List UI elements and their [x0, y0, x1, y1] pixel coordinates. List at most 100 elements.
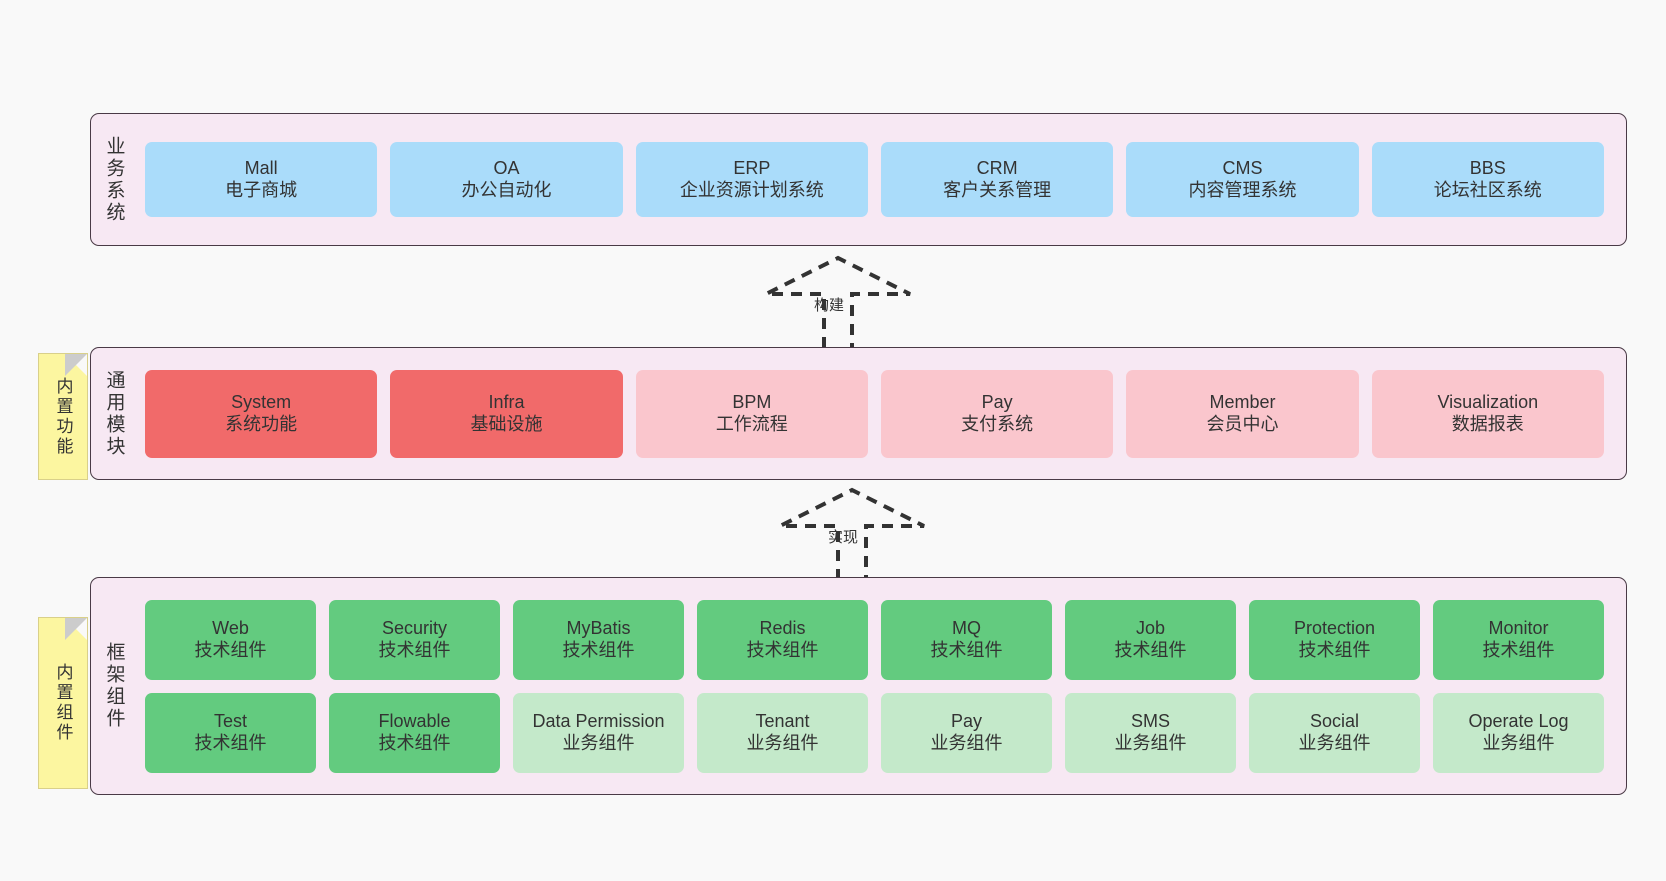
card-subtitle: 客户关系管理 — [943, 179, 1052, 200]
card-subtitle: 会员中心 — [1206, 413, 1279, 434]
card-mall[interactable]: Mall 电子商城 — [145, 142, 378, 217]
card-row: Mall 电子商城 OA 办公自动化 ERP 企业资源计划系统 CRM 客户关系… — [145, 142, 1604, 217]
card-title: MyBatis — [566, 617, 631, 638]
card-title: ERP — [733, 157, 771, 178]
card-mybatis[interactable]: MyBatis 技术组件 — [513, 599, 684, 680]
card-subtitle: 业务组件 — [746, 732, 819, 753]
card-title: Social — [1309, 710, 1360, 731]
card-subtitle: 技术组件 — [562, 639, 635, 660]
layer-framework-components: 框架组件 Web 技术组件 Security 技术组件 MyBatis 技术组件… — [90, 577, 1627, 795]
card-title: Flowable — [378, 710, 451, 731]
card-sms[interactable]: SMS 业务组件 — [1065, 692, 1236, 773]
card-mq[interactable]: MQ 技术组件 — [881, 599, 1052, 680]
layer-label-business: 业务系统 — [103, 135, 125, 224]
layer-business-cards: Mall 电子商城 OA 办公自动化 ERP 企业资源计划系统 CRM 客户关系… — [137, 114, 1626, 245]
card-title: BBS — [1469, 157, 1506, 178]
layer-common-modules: 通用模块 System 系统功能 Infra 基础设施 BPM 工作流程 Pay… — [90, 347, 1627, 480]
card-cms[interactable]: CMS 内容管理系统 — [1126, 142, 1359, 217]
card-subtitle: 业务组件 — [1298, 732, 1371, 753]
card-redis[interactable]: Redis 技术组件 — [697, 599, 868, 680]
note-builtin-functions: 内置功能 — [38, 353, 88, 480]
card-subtitle: 技术组件 — [1114, 639, 1187, 660]
card-row: Test 技术组件 Flowable 技术组件 Data Permission … — [145, 692, 1604, 773]
card-visualization[interactable]: Visualization 数据报表 — [1371, 369, 1604, 458]
card-title: Infra — [488, 391, 525, 412]
card-test[interactable]: Test 技术组件 — [145, 692, 316, 773]
card-subtitle: 系统功能 — [225, 413, 298, 434]
card-subtitle: 技术组件 — [378, 732, 451, 753]
card-title: OA — [493, 157, 520, 178]
card-row: System 系统功能 Infra 基础设施 BPM 工作流程 Pay 支付系统… — [145, 369, 1604, 458]
note-label: 内置组件 — [53, 663, 73, 743]
card-title: System — [231, 391, 292, 412]
card-title: Data Permission — [532, 710, 665, 731]
connector-implement-label: 实现 — [828, 529, 859, 546]
card-bbs[interactable]: BBS 论坛社区系统 — [1371, 142, 1604, 217]
card-subtitle: 电子商城 — [225, 179, 298, 200]
card-social[interactable]: Social 业务组件 — [1249, 692, 1420, 773]
card-title: Redis — [759, 617, 806, 638]
note-builtin-components: 内置组件 — [38, 617, 88, 789]
card-title: SMS — [1130, 710, 1170, 731]
card-system[interactable]: System 系统功能 — [145, 369, 378, 458]
card-subtitle: 企业资源计划系统 — [679, 179, 824, 200]
card-operate-log[interactable]: Operate Log 业务组件 — [1433, 692, 1604, 773]
card-subtitle: 工作流程 — [715, 413, 788, 434]
connector-build: 构建 — [758, 252, 918, 352]
connector-implement: 实现 — [772, 484, 932, 584]
card-subtitle: 技术组件 — [1298, 639, 1371, 660]
card-title: Monitor — [1488, 617, 1549, 638]
card-subtitle: 数据报表 — [1451, 413, 1524, 434]
card-title: Pay — [981, 391, 1013, 412]
card-title: Security — [381, 617, 448, 638]
card-title: Job — [1135, 617, 1166, 638]
card-subtitle: 业务组件 — [930, 732, 1003, 753]
card-pay-component[interactable]: Pay 业务组件 — [881, 692, 1052, 773]
note-label: 内置功能 — [53, 376, 73, 457]
card-subtitle: 技术组件 — [194, 639, 267, 660]
card-title: Member — [1209, 391, 1276, 412]
card-subtitle: 技术组件 — [930, 639, 1003, 660]
card-title: BPM — [732, 391, 772, 412]
card-title: Web — [212, 617, 249, 638]
card-title: Test — [213, 710, 247, 731]
card-title: Visualization — [1437, 391, 1539, 412]
card-oa[interactable]: OA 办公自动化 — [390, 142, 623, 217]
card-title: Protection — [1293, 617, 1376, 638]
layer-modules-cards: System 系统功能 Infra 基础设施 BPM 工作流程 Pay 支付系统… — [137, 348, 1626, 479]
card-protection[interactable]: Protection 技术组件 — [1249, 599, 1420, 680]
card-subtitle: 论坛社区系统 — [1433, 179, 1542, 200]
dashed-arrow-up-icon — [765, 255, 911, 348]
card-monitor[interactable]: Monitor 技术组件 — [1433, 599, 1604, 680]
dashed-arrow-up-icon — [779, 487, 925, 580]
card-web[interactable]: Web 技术组件 — [145, 599, 316, 680]
card-crm[interactable]: CRM 客户关系管理 — [880, 142, 1114, 217]
card-erp[interactable]: ERP 企业资源计划系统 — [635, 142, 868, 217]
card-infra[interactable]: Infra 基础设施 — [390, 369, 623, 458]
card-subtitle: 支付系统 — [961, 413, 1034, 434]
layer-business-systems: 业务系统 Mall 电子商城 OA 办公自动化 ERP 企业资源计划系统 CRM… — [90, 113, 1627, 246]
card-security[interactable]: Security 技术组件 — [329, 599, 500, 680]
card-title: CRM — [976, 157, 1018, 178]
card-subtitle: 办公自动化 — [461, 179, 552, 200]
card-title: Operate Log — [1468, 710, 1569, 731]
connector-build-label: 构建 — [814, 297, 845, 314]
card-data-permission[interactable]: Data Permission 业务组件 — [513, 692, 684, 773]
card-tenant[interactable]: Tenant 业务组件 — [697, 692, 868, 773]
card-subtitle: 业务组件 — [1482, 732, 1555, 753]
card-subtitle: 业务组件 — [1114, 732, 1187, 753]
card-subtitle: 技术组件 — [1482, 639, 1555, 660]
card-row: Web 技术组件 Security 技术组件 MyBatis 技术组件 Redi… — [145, 599, 1604, 680]
card-member[interactable]: Member 会员中心 — [1126, 369, 1359, 458]
card-flowable[interactable]: Flowable 技术组件 — [329, 692, 500, 773]
card-subtitle: 基础设施 — [470, 413, 543, 434]
card-title: Tenant — [755, 710, 810, 731]
card-subtitle: 技术组件 — [378, 639, 451, 660]
card-pay-module[interactable]: Pay 支付系统 — [880, 369, 1114, 458]
layer-label-framework: 框架组件 — [103, 642, 125, 730]
card-title: MQ — [952, 617, 981, 638]
card-title: Pay — [950, 710, 983, 731]
card-bpm[interactable]: BPM 工作流程 — [635, 369, 868, 458]
card-job[interactable]: Job 技术组件 — [1065, 599, 1236, 680]
layer-framework-cards: Web 技术组件 Security 技术组件 MyBatis 技术组件 Redi… — [137, 578, 1626, 794]
